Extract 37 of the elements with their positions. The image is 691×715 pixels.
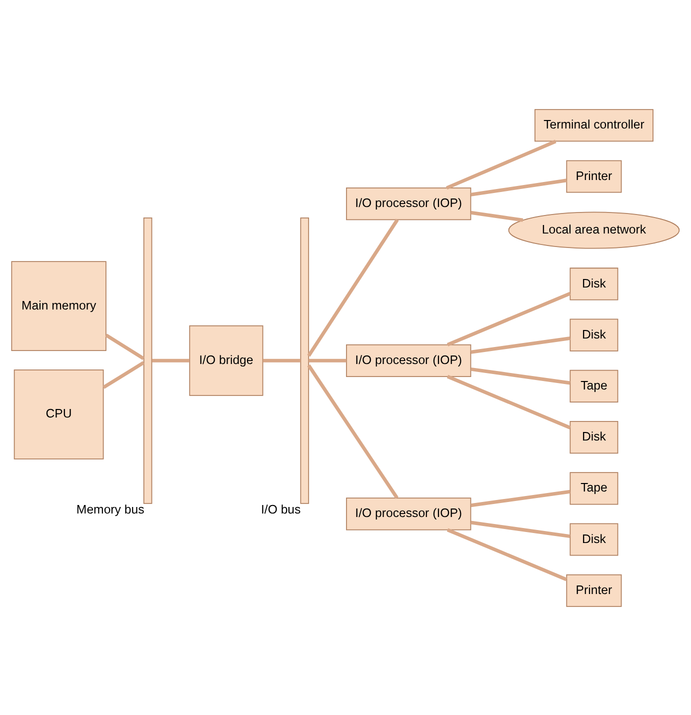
connector xyxy=(470,366,570,384)
node-box: I/O processor (IOP) xyxy=(346,344,472,376)
connector xyxy=(446,374,571,429)
connector xyxy=(105,333,144,360)
node-box: Disk xyxy=(570,318,618,351)
connector xyxy=(152,358,190,362)
connector xyxy=(102,360,145,388)
connector xyxy=(470,489,570,507)
node-box: I/O processor (IOP) xyxy=(346,497,472,530)
node-box: Terminal controller xyxy=(534,108,654,142)
connector xyxy=(470,520,570,538)
node-box: I/O processor (IOP) xyxy=(346,187,472,220)
connector xyxy=(307,218,399,356)
connector xyxy=(446,528,568,581)
connector xyxy=(308,358,346,362)
connector xyxy=(470,178,567,196)
connector xyxy=(470,336,570,354)
node-box: Tape xyxy=(570,472,618,504)
node-bar xyxy=(143,216,152,504)
connector xyxy=(470,210,524,222)
node-box: Disk xyxy=(570,267,618,300)
node-box: CPU xyxy=(14,368,104,459)
node-box: I/O bridge xyxy=(189,324,264,396)
node-box: Disk xyxy=(570,522,618,556)
node-box: Tape xyxy=(570,369,618,402)
node-box: Disk xyxy=(570,420,618,454)
connector xyxy=(446,139,556,190)
connector xyxy=(307,364,398,498)
node-box: Printer xyxy=(566,574,622,606)
node-label: Memory bus xyxy=(76,502,144,516)
connector xyxy=(446,291,571,346)
node-box: Main memory xyxy=(11,260,106,350)
node-bar xyxy=(300,216,310,504)
node-label: I/O bus xyxy=(260,502,301,516)
node-ellipse: Local area network xyxy=(508,211,680,248)
connector xyxy=(262,358,301,362)
node-box: Printer xyxy=(566,160,622,192)
